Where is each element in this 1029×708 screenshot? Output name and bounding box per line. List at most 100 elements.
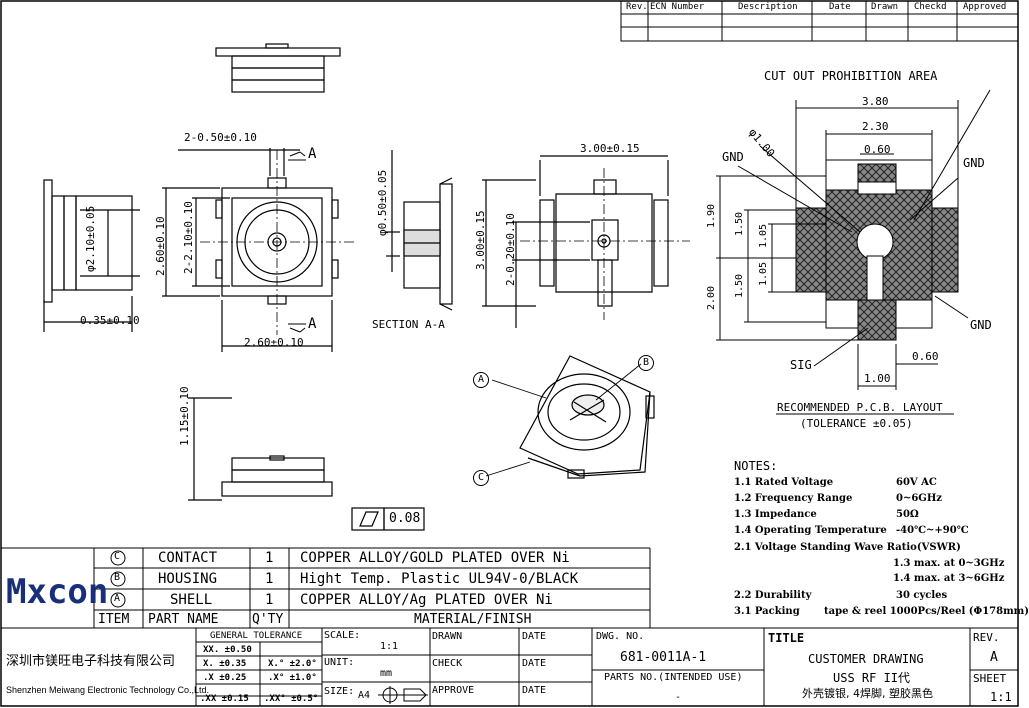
rev-col-desc: Description: [738, 2, 798, 12]
isometric-view: [485, 355, 655, 479]
dim-pin-width: 2-0.50±0.10: [184, 131, 257, 144]
callout-a: A: [473, 372, 489, 388]
parts-label: PARTS NO.(INTENDED USE): [604, 672, 743, 683]
date-label-3: DATE: [522, 685, 547, 696]
note-4-value: -40℃~+90℃: [896, 525, 969, 536]
company-name-cn: 深圳市镁旺电子科技有限公司: [6, 654, 176, 669]
note-3-label: 1.3 Impedance: [734, 509, 817, 520]
rev-label: REV.: [973, 631, 1000, 644]
note-1-value: 60V AC: [896, 477, 937, 488]
dwg-number: 681-0011A-1: [620, 650, 707, 665]
pcb-gnd-left: GND: [722, 150, 744, 164]
pcb-gnd-right: GND: [963, 156, 985, 170]
pcb-layout-tolerance: (TOLERANCE ±0.05): [800, 417, 913, 430]
section-marker-bottom: A: [308, 316, 317, 332]
pcb-dim-105-bottom: 1.05: [758, 261, 769, 286]
tol-row-3-left: .X ±0.25: [203, 673, 247, 683]
bom-qty-1: 1: [265, 550, 274, 566]
company-name-en: Shenzhen Meiwang Electronic Technology C…: [6, 685, 209, 695]
pcb-dim-200: 2.00: [706, 285, 717, 310]
bom-header-item: ITEM: [98, 612, 130, 627]
rev-col-approved: Approved: [963, 2, 1007, 12]
dim-diameter-210: φ2.10±0.05: [84, 205, 97, 272]
note-2-value: 0~6GHz: [896, 493, 942, 504]
size-value: A4: [358, 690, 371, 701]
note-9-value: tape & reel 1000Pcs/Reel (Φ178mm): [824, 606, 1029, 617]
pcb-dim-150-bottom: 1.50: [734, 273, 745, 298]
bottom-view: [482, 155, 690, 328]
section-label: SECTION A-A: [372, 318, 445, 331]
top-side-view: [215, 43, 341, 93]
bom-header-material: MATERIAL/FINISH: [414, 612, 532, 627]
note-4-label: 1.4 Operating Temperature: [734, 525, 887, 536]
tolerance-title: GENERAL TOLERANCE: [210, 631, 303, 641]
note-3-value: 50Ω: [896, 509, 919, 520]
pcb-gnd-bottom: GND: [970, 318, 992, 332]
left-side-view: [43, 179, 140, 332]
date-label-2: DATE: [522, 658, 547, 669]
sheet-value: 1:1: [990, 690, 1012, 704]
pcb-dim-100: 1.00: [864, 372, 891, 385]
scale-label: SCALE:: [324, 630, 361, 641]
dim-width-300: 3.00±0.15: [580, 142, 640, 155]
unit-label: UNIT:: [324, 657, 355, 668]
bom-part-2: HOUSING: [158, 571, 218, 587]
parts-value: -: [675, 692, 682, 703]
rev-col-ecn: ECN Number: [650, 2, 705, 12]
tol-row-4-left: .XX ±0.15: [200, 694, 249, 704]
bom-qty-2: 1: [265, 571, 274, 587]
rev-col-checkd: Checkd: [914, 2, 947, 12]
section-marker-top: A: [308, 146, 317, 162]
bom-material-1: COPPER ALLOY/GOLD PLATED OVER Ni: [300, 550, 570, 566]
bom-header-qty: Q'TY: [252, 612, 284, 627]
callout-c: C: [473, 470, 489, 486]
dim-width-260: 2.60±0.10: [244, 336, 304, 349]
bom-sym-2: B: [114, 572, 121, 583]
flatness-value: 0.08: [389, 511, 421, 526]
title-line-2: USS RF II代: [833, 671, 911, 685]
rev-col-rev: Rev.: [626, 2, 648, 12]
dim-pin-diameter: φ0.50±0.05: [376, 169, 389, 236]
dim-height-300: 3.00±0.15: [474, 210, 487, 270]
dim-height-210: 2-2.10±0.10: [182, 201, 195, 274]
scale-value: 1:1: [380, 641, 399, 652]
pcb-dim-380: 3.80: [862, 95, 889, 108]
size-label: SIZE:: [324, 686, 355, 697]
bom-part-3: SHELL: [170, 592, 213, 608]
bom-material-3: COPPER ALLOY/Ag PLATED OVER Ni: [300, 592, 553, 608]
tol-row-3-right: .X° ±1.0°: [268, 673, 317, 683]
title-line-3: 外壳镀银, 4焊脚, 塑胶黑色: [802, 687, 933, 700]
note-2-label: 1.2 Frequency Range: [734, 493, 853, 504]
callout-b: B: [638, 355, 654, 371]
note-5-label: 2.1 Voltage Standing Wave Ratio(VSWR): [734, 542, 961, 553]
pcb-dim-060-top: 0.60: [864, 143, 891, 156]
note-9-label: 3.1 Packing: [734, 606, 800, 617]
sheet-label: SHEET: [973, 672, 1007, 685]
dim-thickness-035: 0.35±0.10: [80, 314, 140, 327]
top-view: [162, 148, 355, 352]
unit-value: mm: [380, 668, 393, 679]
bom-sym-1: C: [114, 551, 121, 562]
bom-sym-3: A: [114, 593, 121, 604]
note-8-label: 2.2 Durability: [734, 590, 812, 601]
title-block: [195, 628, 1018, 706]
pcb-dim-190: 1.90: [706, 203, 717, 228]
dim-lead-020: 2-0.20±0.10: [504, 213, 517, 286]
notes-title: NOTES:: [734, 459, 778, 473]
check-label: CHECK: [432, 658, 463, 669]
note-8-value: 30 cycles: [896, 590, 948, 601]
date-label-1: DATE: [522, 631, 547, 642]
tol-row-1-left: XX. ±0.50: [203, 645, 252, 655]
rev-value: A: [990, 650, 998, 665]
pcb-dim-060-bottom: 0.60: [912, 350, 939, 363]
dim-height-260: 2.60±0.10: [154, 216, 167, 276]
dwg-label: DWG. NO.: [596, 631, 645, 642]
title-label: TITLE: [768, 631, 805, 645]
dim-height-115: 1.15±0.10: [178, 386, 191, 446]
pcb-dim-150-top: 1.50: [734, 211, 745, 236]
title-line-1: CUSTOMER DRAWING: [808, 652, 924, 666]
note-7-value: 1.4 max. at 3~6GHz: [893, 573, 1005, 584]
approve-label: APPROVE: [432, 685, 475, 696]
bom-table: [1, 547, 1018, 629]
pcb-layout-title: RECOMMENDED P.C.B. LAYOUT: [777, 401, 943, 414]
